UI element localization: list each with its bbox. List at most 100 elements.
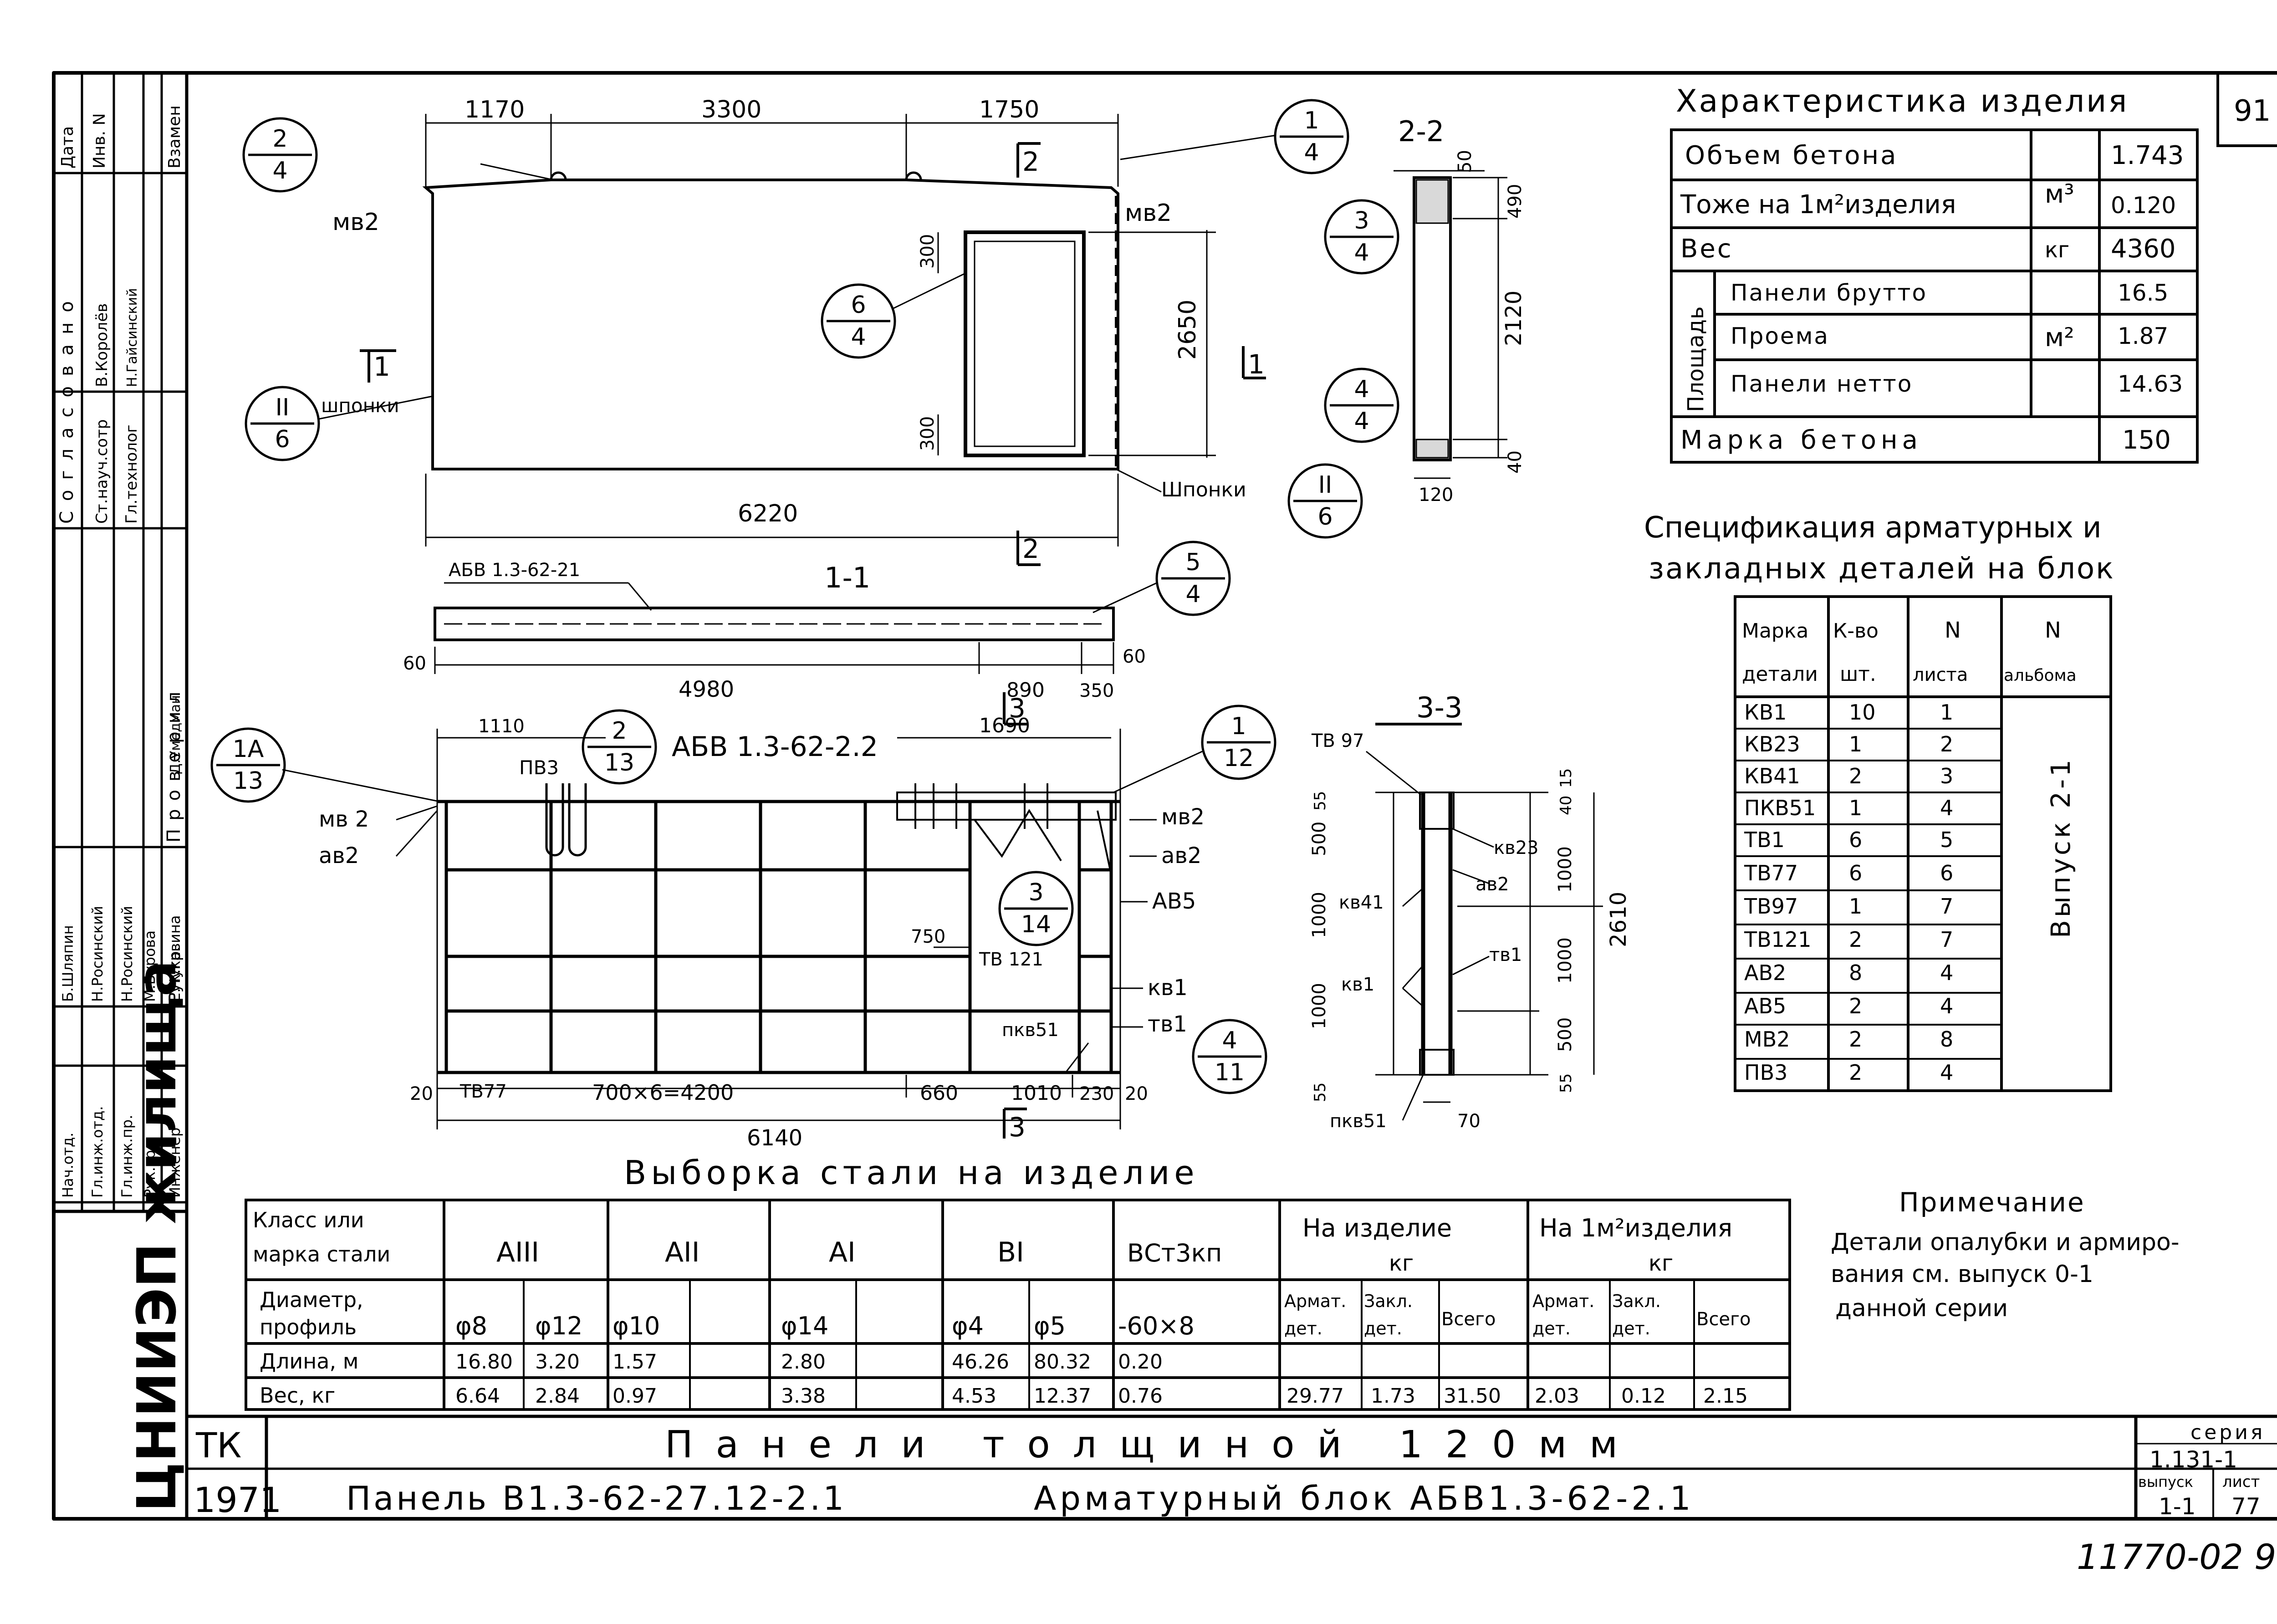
- spec-cell-8-2: 4: [1940, 960, 1953, 985]
- steel-sub-4-1: дет.: [1612, 1318, 1650, 1338]
- svg-text:II: II: [276, 394, 290, 421]
- tag-av2-block-right: ав2: [1161, 843, 1201, 868]
- svg-text:4: 4: [1354, 239, 1369, 266]
- s11-dim-60-right: 60: [1123, 646, 1146, 667]
- callout-3-14: 314: [998, 871, 1074, 946]
- spec-cell-9-2: 4: [1940, 994, 1953, 1018]
- section-mark-11-left: 1: [373, 351, 390, 382]
- title-issue-label: выпуск: [2138, 1473, 2193, 1491]
- tag-pkv51-block: пкв51: [1002, 1020, 1059, 1041]
- spec-cell-7-1: 2: [1849, 927, 1862, 952]
- spec-cell-10-0: МВ2: [1744, 1027, 1790, 1052]
- svg-text:12: 12: [1224, 745, 1254, 772]
- steel-sub-3-1: дет.: [1532, 1318, 1571, 1338]
- char-volume-label: Объем бетона: [1685, 141, 1898, 170]
- title-main: Панели толщиной 120мм: [665, 1423, 1640, 1466]
- svg-text:14: 14: [1021, 911, 1051, 938]
- section-1-1-title: 1-1: [824, 561, 870, 594]
- svg-text:4: 4: [1222, 1027, 1237, 1054]
- spec-cell-6-0: ТВ97: [1744, 894, 1798, 919]
- spec-cell-8-1: 8: [1849, 960, 1862, 985]
- steel-length-label: Длина, м: [260, 1349, 358, 1374]
- callout-2-4: 24: [242, 117, 318, 193]
- stamp-staff-role-2: Гл.инж.отд.: [89, 1106, 106, 1198]
- steel-sub-4-0: Закл.: [1612, 1291, 1661, 1311]
- callout-2-13: 213: [582, 709, 657, 785]
- char-area-unit: м²: [2045, 323, 2074, 352]
- spec-head-mark-2: детали: [1742, 663, 1818, 686]
- spec-title-1: Спецификация арматурных и: [1644, 511, 2102, 545]
- spec-cell-10-2: 8: [1940, 1027, 1953, 1052]
- spec-album: Выпуск 2-1: [2045, 757, 2076, 938]
- stamp-agreed: Согласовано: [56, 291, 77, 524]
- title-block-name: Арматурный блок АБВ1.3-62-2.1: [1034, 1479, 1695, 1517]
- steel-weights-2: 0.97: [613, 1384, 657, 1408]
- steel-lengths-8: 0.20: [1118, 1350, 1163, 1374]
- stamp-staff-name-4: М.Бурова: [141, 930, 158, 1002]
- stamp-checked-name: Д.Умедман: [168, 695, 184, 774]
- stamp-agreed-name-1: В.Королёв: [93, 303, 111, 387]
- char-opening-label: Проема: [1731, 323, 1829, 349]
- char-net-value: 14.63: [2118, 371, 2183, 397]
- block-dim-1690: 1690: [979, 714, 1030, 737]
- tag-kv41: кв41: [1339, 892, 1384, 913]
- stamp-staff-name-3: Н.Росинский: [118, 906, 136, 1002]
- char-net-label: Панели нетто: [1731, 371, 1913, 397]
- steel-lengths-4: 2.80: [781, 1350, 826, 1374]
- spec-cell-8-0: АВ2: [1744, 960, 1786, 985]
- dim-1750: 1750: [979, 96, 1039, 123]
- callout-II-6-left: II6: [245, 386, 320, 461]
- stamp-staff-name-2: Н.Росинский: [89, 906, 106, 1002]
- characteristics-table: [1670, 71, 2277, 464]
- svg-text:1А: 1А: [233, 735, 264, 763]
- spec-cell-7-0: ТВ121: [1744, 927, 1811, 952]
- tag-av2-s33: ав2: [1475, 874, 1509, 895]
- spec-head-album-1: N: [2045, 618, 2061, 643]
- section-mark-13-top: 3: [1009, 693, 1026, 724]
- callout-II-6-right: II6: [1287, 463, 1363, 539]
- spec-cell-5-1: 6: [1849, 861, 1862, 885]
- stamp-org: ЦНИИЭП жилища: [125, 960, 188, 1512]
- steel-weights-1: 2.84: [535, 1384, 580, 1408]
- stamp-checked-role: Рук.гр.: [166, 946, 184, 1002]
- steel-total-5: 2.15: [1703, 1384, 1748, 1408]
- char-weight-value: 4360: [2111, 234, 2176, 264]
- title-series: 1.131-1: [2149, 1446, 2237, 1473]
- svg-text:4: 4: [1304, 139, 1319, 166]
- stamp-staff-role-5: Инженер: [166, 1128, 184, 1198]
- sheet-frame: [52, 71, 2277, 1521]
- spec-cell-3-1: 1: [1849, 796, 1862, 820]
- reinforcement-block: [282, 692, 1203, 1139]
- svg-text:6: 6: [851, 291, 866, 319]
- title-panel: Панель В1.3-62-27.12-2.1: [346, 1479, 847, 1517]
- svg-text:2: 2: [612, 717, 627, 745]
- s11-dim-350: 350: [1079, 680, 1114, 701]
- title-issue: 1-1: [2159, 1493, 2196, 1520]
- char-gross-label: Панели брутто: [1731, 280, 1927, 306]
- steel-diameters-2: φ10: [613, 1312, 660, 1340]
- block-label: АБВ 1.3-62-2.2: [672, 731, 878, 763]
- steel-weights-6: 4.53: [952, 1384, 996, 1408]
- svg-text:13: 13: [604, 749, 634, 776]
- steel-table: [245, 1199, 1791, 1411]
- tag-kv1-block: кв1: [1148, 975, 1188, 1001]
- steel-class-a3: АIII: [496, 1236, 539, 1268]
- steel-total-2: 31.50: [1444, 1384, 1501, 1408]
- note-line-3: данной серии: [1835, 1295, 2008, 1322]
- char-volume-value: 1.743: [2111, 141, 2184, 170]
- spec-cell-7-2: 7: [1940, 927, 1953, 952]
- svg-text:4: 4: [1354, 376, 1369, 403]
- tag-av2-block-left: ав2: [319, 843, 359, 868]
- steel-sub-1-0: Закл.: [1364, 1291, 1413, 1311]
- dim-3300: 3300: [701, 96, 761, 123]
- steel-diameter-label-1: Диаметр,: [260, 1287, 363, 1312]
- spec-cell-11-2: 4: [1940, 1060, 1953, 1085]
- svg-text:II: II: [1318, 471, 1333, 499]
- spec-head-qty-2: шт.: [1840, 663, 1876, 686]
- steel-diameters-8: -60×8: [1118, 1312, 1195, 1340]
- section-mark-12-top: 2: [1022, 146, 1039, 177]
- char-weight-label: Вес: [1680, 234, 1733, 264]
- spec-cell-6-1: 1: [1849, 894, 1862, 919]
- block-dim-4200: 700×6=4200: [592, 1080, 734, 1105]
